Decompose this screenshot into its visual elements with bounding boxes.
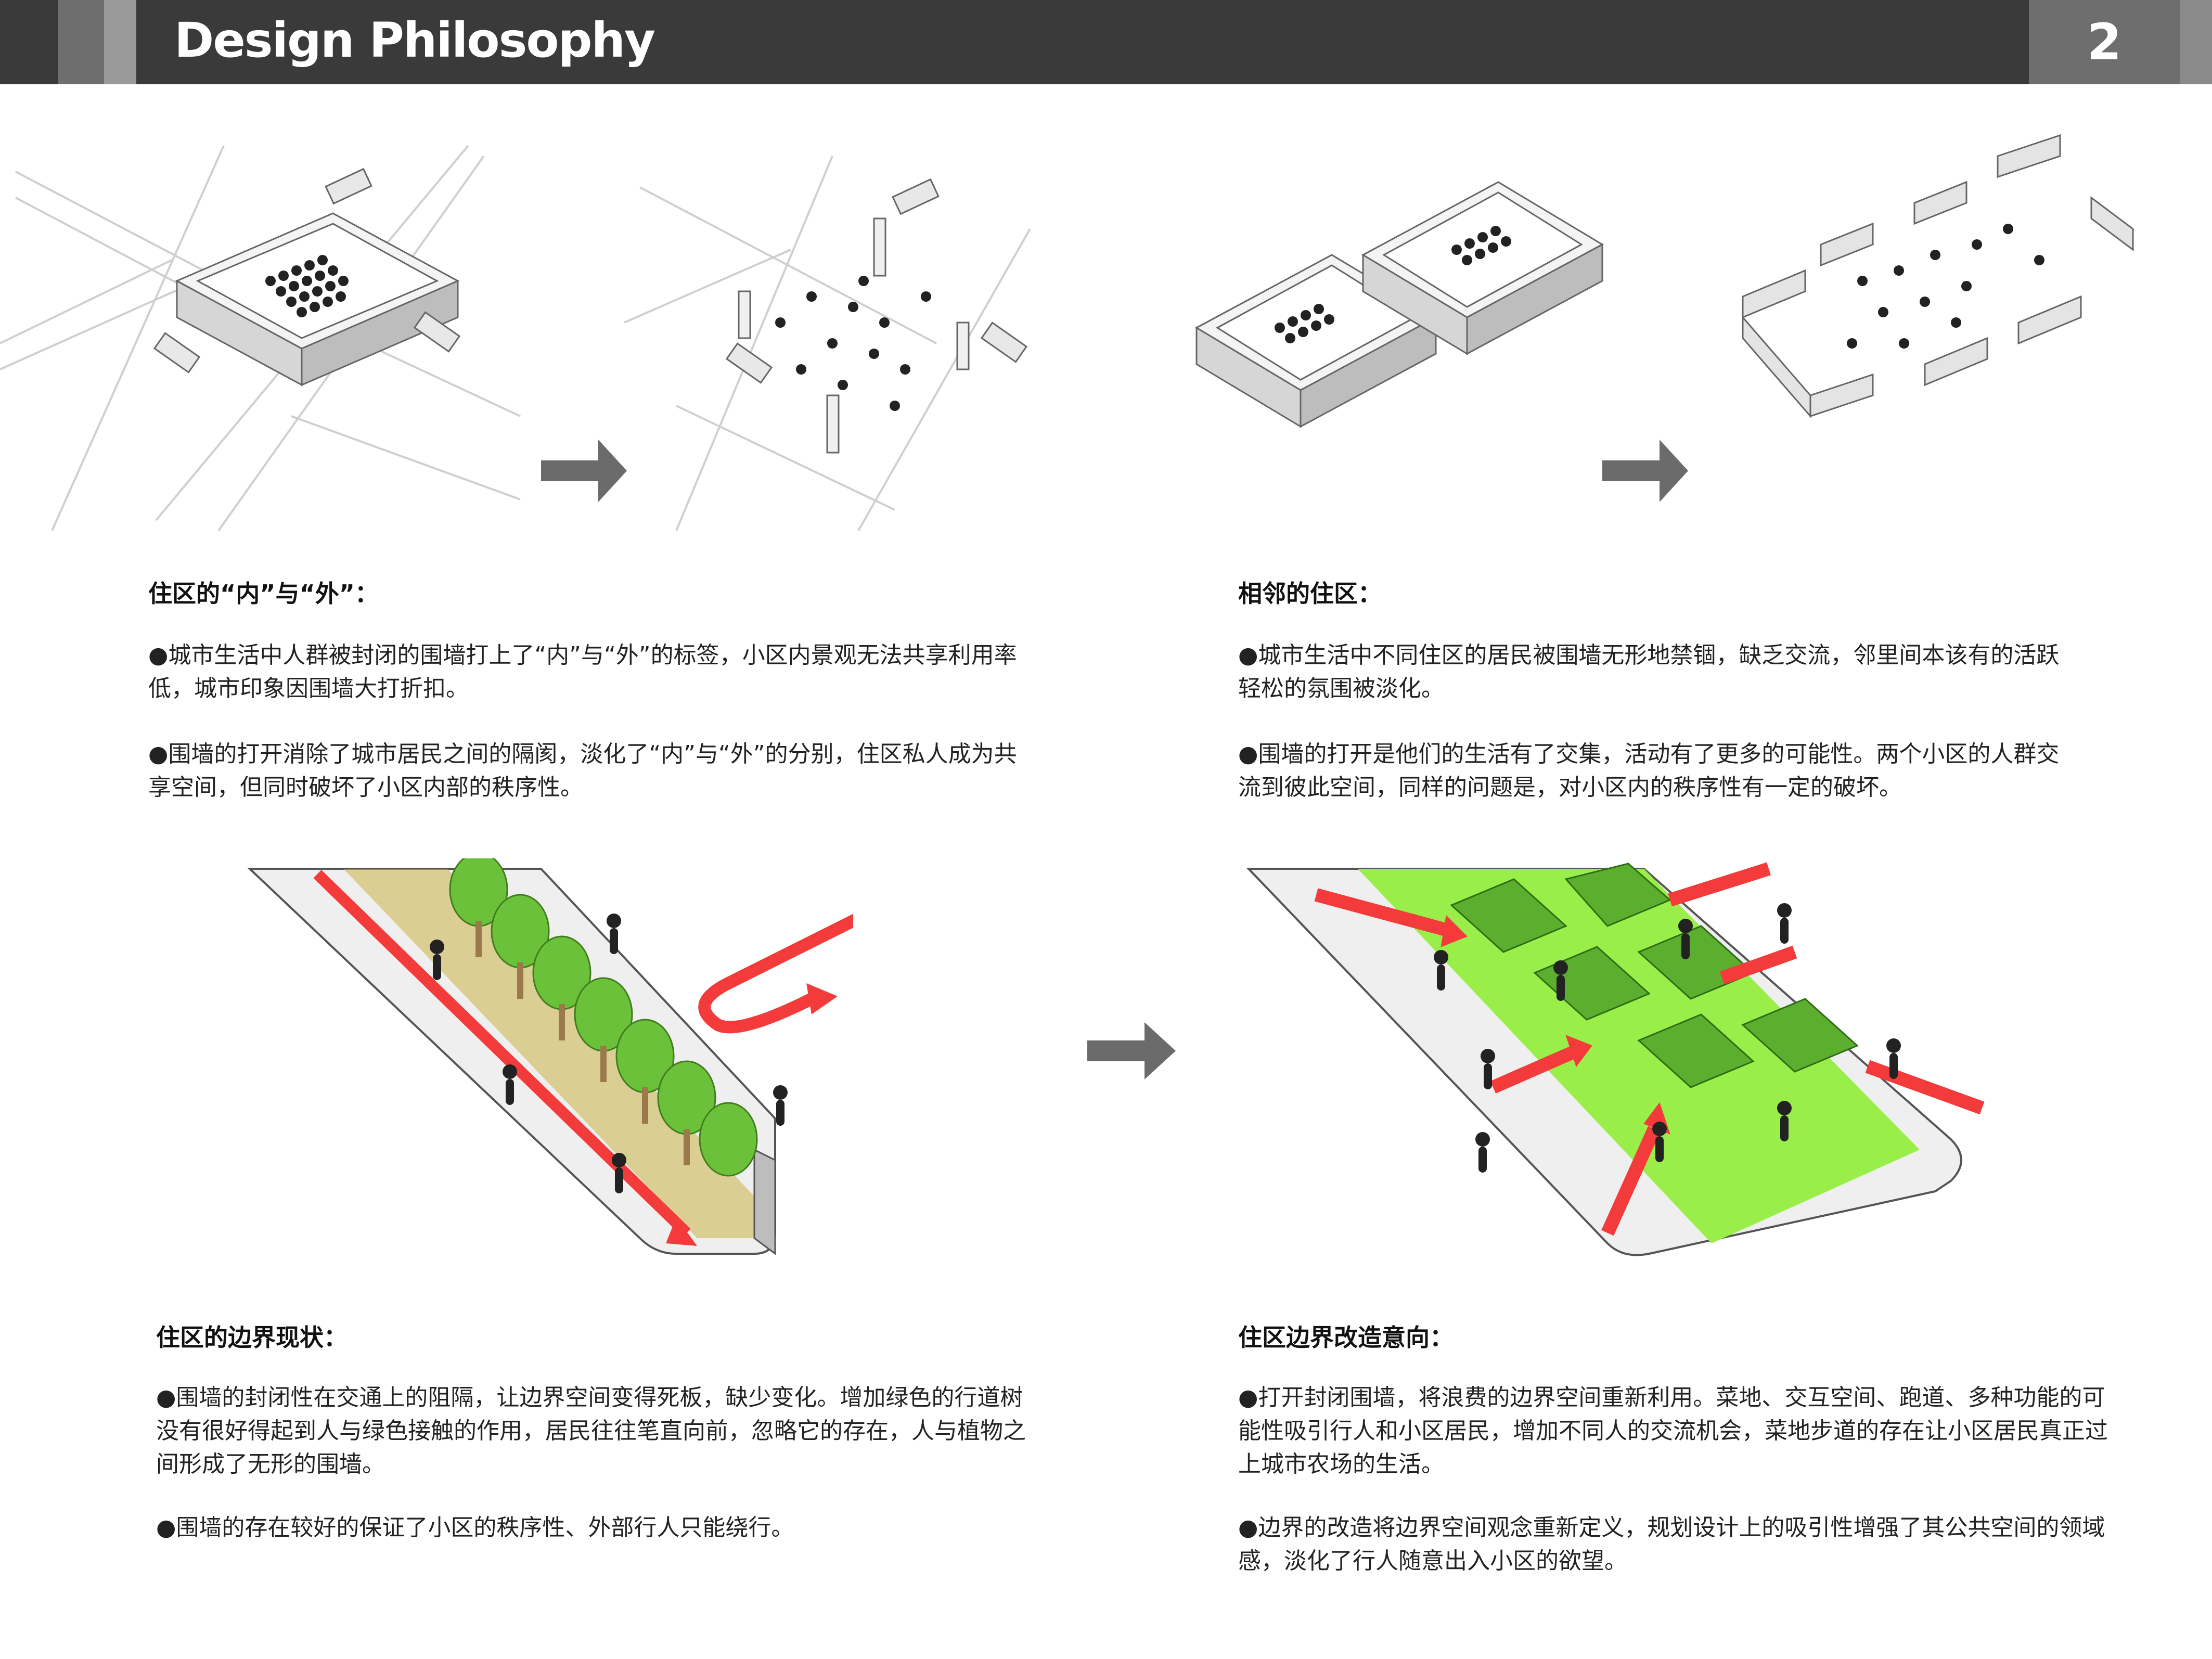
farm-plot-icons [1450, 863, 1859, 1088]
section-title-neighbors: 相邻的住区： [1238, 580, 1382, 608]
header-strip-tail [2180, 0, 2212, 84]
diagram-inside-outside [0, 145, 1031, 532]
section-title-boundary-status: 住区的边界现状： [156, 1323, 348, 1352]
diagram-boundary-status [247, 858, 853, 1255]
open-wall-segments [1742, 134, 2134, 419]
arrow-right-icon [541, 440, 627, 502]
page-number-box: 2 [2029, 0, 2180, 84]
broken-wall-pillars [738, 217, 970, 454]
header-bar: Design Philosophy 2 [0, 0, 2212, 84]
paragraph-boundary-status-2: ●围墙的存在较好的保证了小区的秩序性、外部行人只能绕行。 [156, 1514, 794, 1541]
tree-icons [449, 858, 758, 1177]
arrow-right-icon [1602, 440, 1688, 502]
section-title-inside-outside: 住区的“内”与“外”： [148, 580, 379, 608]
paragraph-neighbors-1: ●城市生活中不同住区的居民被围墙无形地禁锢，缺乏交流，邻里间本该有的活跃轻松的氛… [1238, 642, 2060, 702]
dispersed-people-icons [775, 276, 931, 411]
paragraph-boundary-status-1: ●围墙的封闭性在交通上的阻隔，让边界空间变得死板，缺少变化。增加绿色的行道树没有… [156, 1384, 1026, 1477]
arrow-right-icon [1087, 1022, 1176, 1079]
pedestrian-icons [430, 914, 788, 1193]
paragraph-inside-outside-2: ●围墙的打开消除了城市居民之间的隔阂，淡化了“内”与“外”的分别，住区私人成为共… [148, 741, 1017, 801]
walking-path-line [313, 870, 691, 1237]
paragraph-inside-outside-1: ●城市生活中人群被封闭的围墙打上了“内”与“外”的标签，小区内景观无法共享利用率… [148, 642, 1017, 702]
pedestrian-icons [1434, 903, 1901, 1173]
u-turn-arrow [698, 914, 853, 1034]
green-boundary-zone [1358, 869, 1920, 1243]
access-arrows [1314, 862, 1985, 1236]
paragraph-neighbors-2: ●围墙的打开是他们的生活有了交集，活动有了更多的可能性。两个小区的人群交流到彼此… [1238, 741, 2060, 801]
page-number: 2 [2087, 13, 2122, 71]
car-icons [153, 168, 461, 374]
diagram-neighbors [1194, 134, 2134, 502]
header-strip-light [104, 0, 136, 84]
paragraph-boundary-renovation-1: ●打开封闭围墙，将浪费的边界空间重新利用。菜地、交互空间、跑道、多种功能的可能性… [1238, 1384, 2108, 1477]
section-title-boundary-renovation: 住区边界改造意向： [1238, 1323, 1454, 1352]
page-title: Design Philosophy [174, 12, 655, 68]
walled-block [175, 212, 460, 387]
header-strip-dark [58, 0, 104, 84]
paragraph-boundary-renovation-2: ●边界的改造将边界空间观念重新定义，规划设计上的吸引性增强了其公共空间的领域感，… [1238, 1514, 2105, 1574]
diagram-boundary-renovation [1246, 862, 1985, 1256]
planter-strip [343, 869, 754, 1238]
crowd-icons [265, 255, 349, 317]
